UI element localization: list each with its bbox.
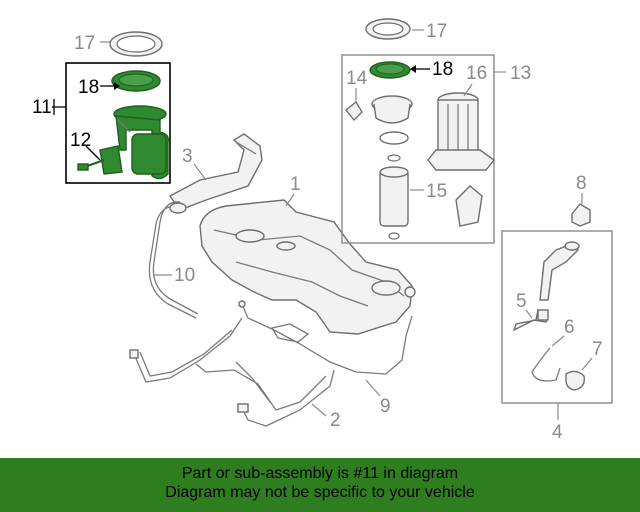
- part-1-fuel-tank[interactable]: [199, 199, 416, 335]
- callout-2: 2: [330, 410, 341, 431]
- callout-13: 13: [510, 63, 531, 84]
- callout-17-right: 17: [426, 21, 447, 42]
- banner-line-2: Diagram may not be specific to your vehi…: [165, 484, 475, 501]
- part-8-cap[interactable]: [571, 203, 591, 227]
- callout-16: 16: [466, 63, 487, 84]
- part-9-fuel-line[interactable]: [238, 300, 413, 375]
- parts-diagram: 17 18 12 11 3 10: [32, 18, 613, 443]
- callout-5: 5: [516, 291, 527, 312]
- info-banner: Part or sub-assembly is #11 in diagram D…: [0, 458, 640, 512]
- part-17-right-ring[interactable]: [365, 18, 411, 40]
- part-10-hose[interactable]: [148, 201, 199, 319]
- callout-7: 7: [592, 339, 603, 360]
- callout-9: 9: [380, 396, 391, 417]
- assembly-11-box[interactable]: [65, 62, 171, 184]
- callout-17-left: 17: [74, 33, 95, 54]
- callout-11: 11: [32, 97, 52, 118]
- callout-14: 14: [346, 68, 368, 89]
- callout-8: 8: [576, 173, 587, 194]
- callout-3: 3: [182, 146, 193, 167]
- callout-18-right: 18: [432, 59, 453, 80]
- assembly-13-box[interactable]: [341, 54, 496, 244]
- callout-12: 12: [70, 130, 91, 151]
- part-17-left-ring[interactable]: [109, 31, 163, 57]
- banner-line-1: Part or sub-assembly is #11 in diagram: [181, 465, 459, 482]
- callout-4: 4: [552, 422, 563, 443]
- part-2-straps[interactable]: [129, 317, 335, 427]
- callout-15: 15: [426, 181, 447, 202]
- callout-10: 10: [174, 265, 195, 286]
- callout-6: 6: [564, 317, 575, 338]
- assembly-4-box[interactable]: [501, 230, 613, 404]
- part-3-filler-pipe[interactable]: [168, 133, 263, 211]
- callout-1: 1: [290, 174, 301, 195]
- callout-18-left: 18: [78, 77, 99, 98]
